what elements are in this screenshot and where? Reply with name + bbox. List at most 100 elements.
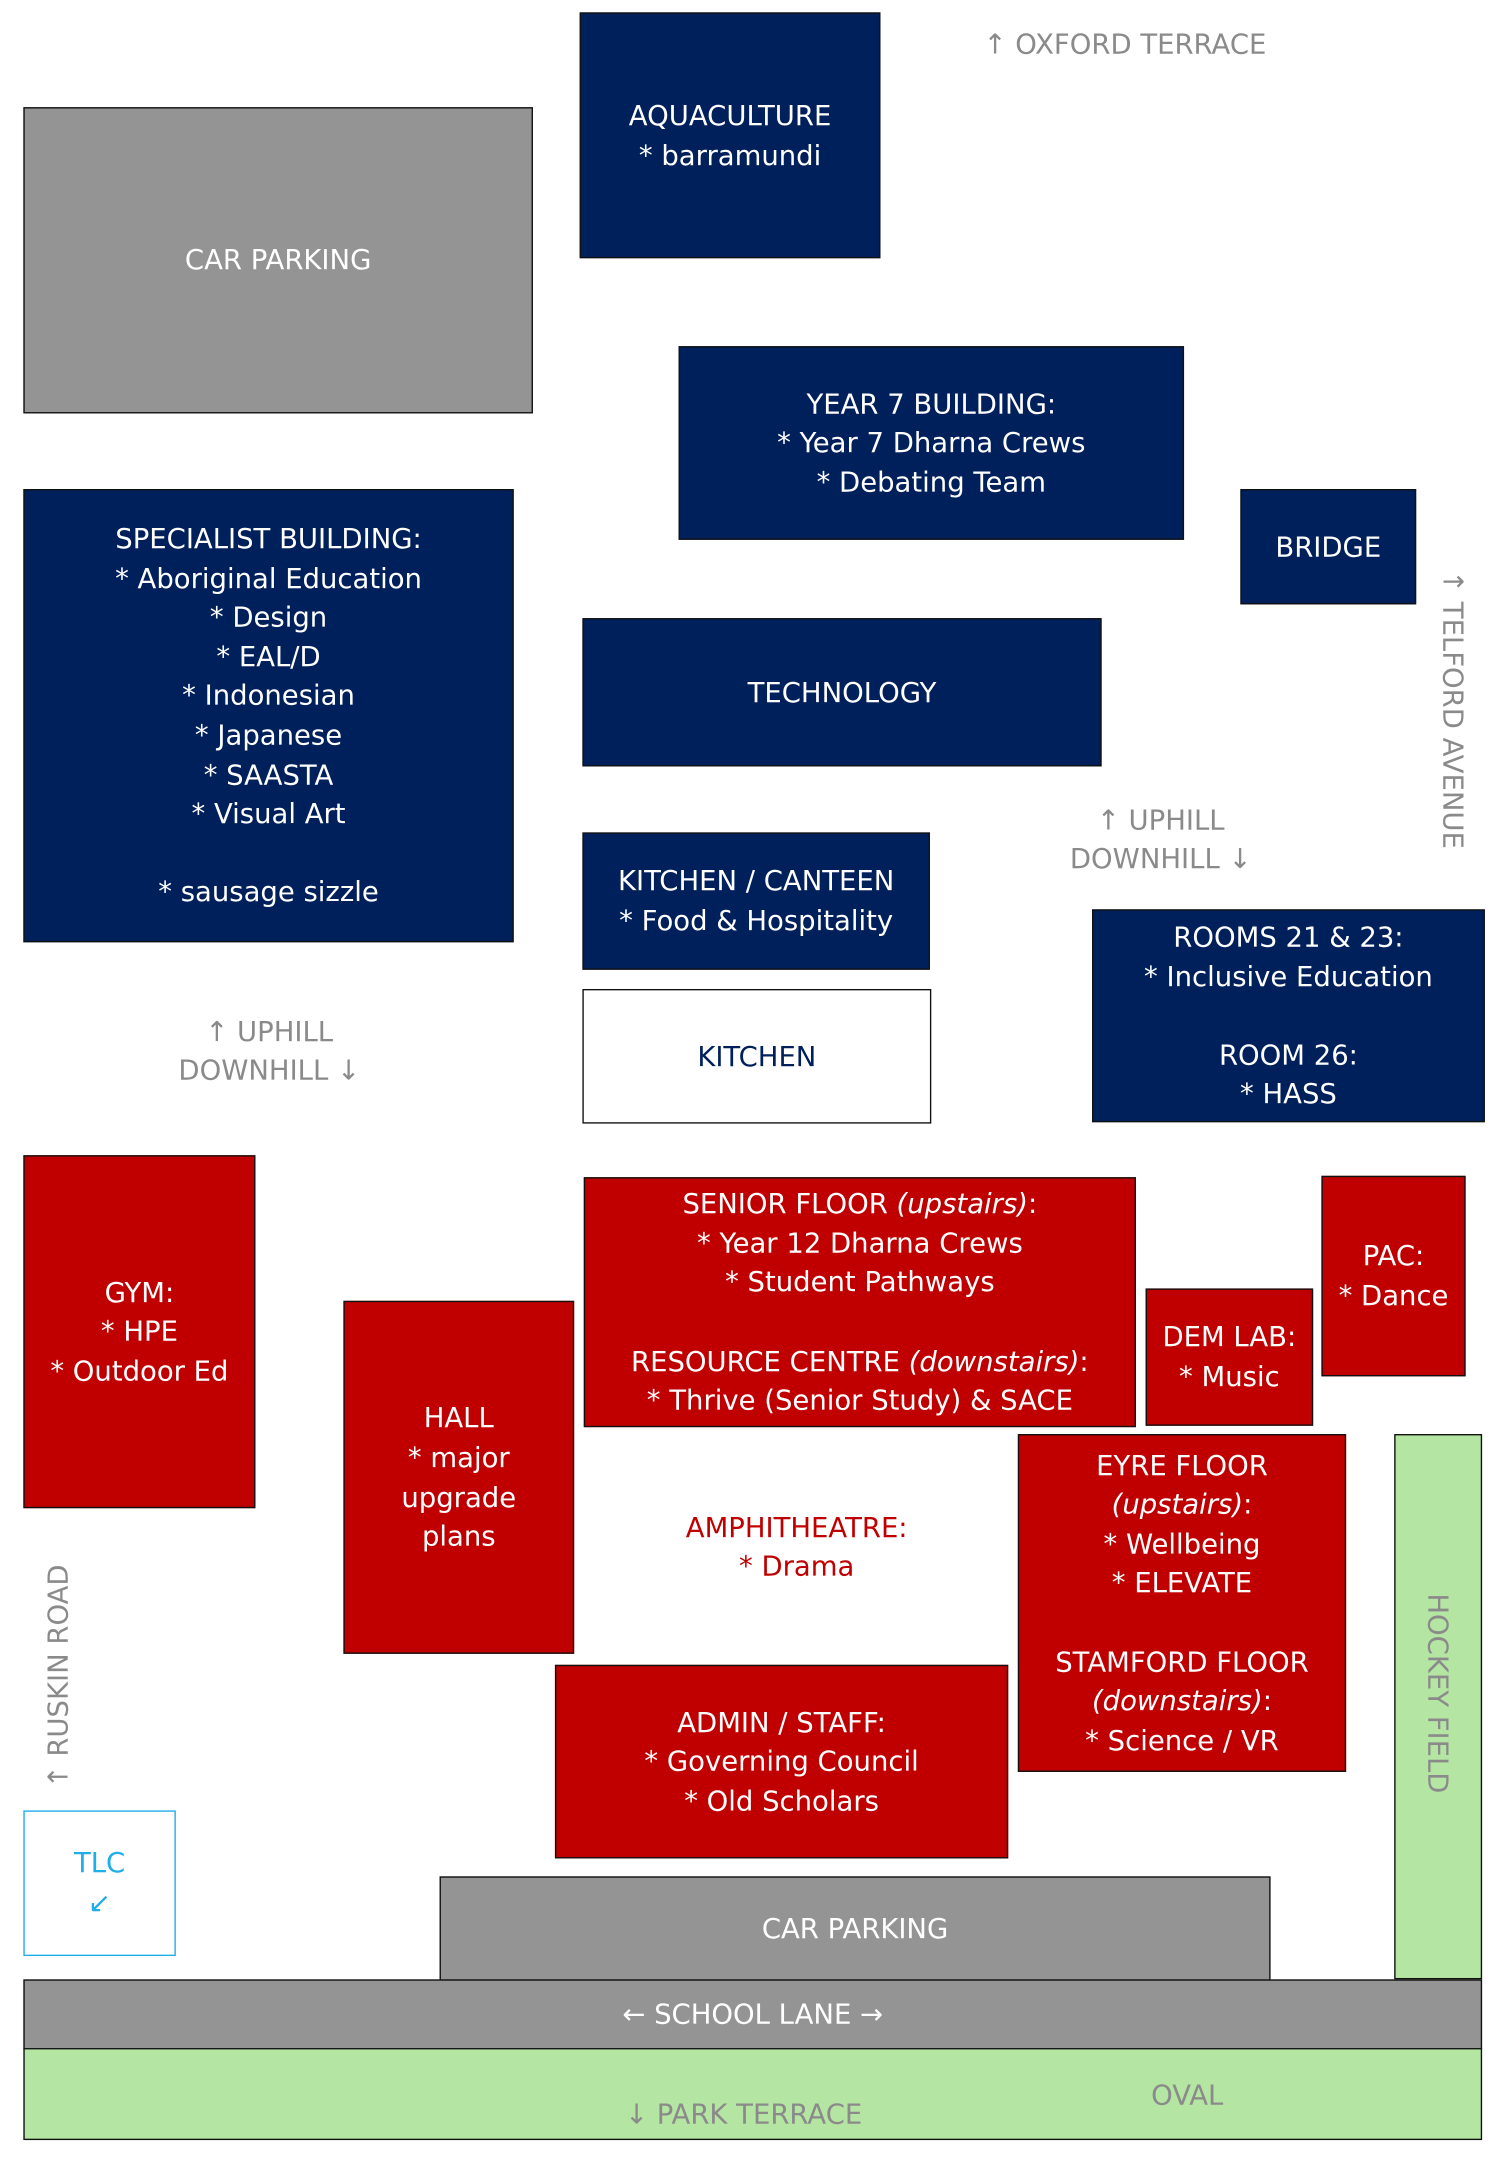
text-segment: * barramundi	[638, 138, 822, 172]
senior-floor-building[interactable]: SENIOR FLOOR (upstairs):* Year 12 Dharna…	[583, 1177, 1136, 1428]
uphill-downhill-right: ↑ UPHILL DOWNHILL ↓	[1058, 801, 1264, 878]
text-segment: * Governing Council	[644, 1744, 919, 1778]
text-segment: PAC:	[1362, 1239, 1425, 1273]
text-segment: * SAASTA	[203, 757, 334, 791]
building-text-line: KITCHEN / CANTEEN	[618, 862, 894, 901]
bridge-building[interactable]: BRIDGE	[1240, 489, 1417, 605]
text-segment: * Wellbeing	[1103, 1527, 1261, 1561]
text-segment: * HPE	[100, 1314, 178, 1348]
amphitheatre-detail: * Drama	[738, 1549, 855, 1583]
kitchen-building[interactable]: KITCHEN	[582, 988, 932, 1124]
building-text-line: * Old Scholars	[684, 1781, 879, 1820]
text-segment: * major	[407, 1440, 510, 1474]
text-segment: YEAR 7 BUILDING:	[806, 386, 1057, 420]
car-parking-bottom-building[interactable]: CAR PARKING	[439, 1876, 1271, 1981]
building-text-line: * ELEVATE	[1112, 1564, 1252, 1603]
school-lane-building[interactable]: ← SCHOOL LANE →	[23, 1979, 1483, 2050]
gym-building[interactable]: GYM:* HPE * Outdoor Ed	[23, 1155, 256, 1509]
hockey-field-building[interactable]	[1394, 1434, 1483, 1980]
building-text-line: BRIDGE	[1275, 527, 1381, 566]
text-segment: TECHNOLOGY	[747, 675, 937, 709]
building-text-line: * Music	[1179, 1357, 1280, 1396]
text-segment: * Indonesian	[182, 679, 355, 713]
uphill-label: ↑ UPHILL	[205, 1015, 334, 1049]
text-segment: * Inclusive Education	[1144, 959, 1433, 993]
hockey-field-label: HOCKEY FIELD	[1421, 1593, 1455, 1794]
text-segment: :	[1028, 1187, 1038, 1221]
text-segment: KITCHEN / CANTEEN	[617, 864, 895, 898]
building-text-line: PAC:	[1363, 1237, 1425, 1276]
text-segment: STAMFORD FLOOR	[1055, 1645, 1309, 1678]
building-text-line: HALL	[424, 1399, 494, 1438]
building-text-line: ↙	[88, 1883, 111, 1922]
building-text-line: * Science / VR	[1085, 1721, 1279, 1760]
admin-staff-building[interactable]: ADMIN / STAFF:* Governing Council* Old S…	[554, 1664, 1009, 1859]
car-parking-top-building[interactable]: CAR PARKING	[23, 107, 533, 414]
building-text-line: * barramundi	[639, 135, 821, 174]
aquaculture-building[interactable]: AQUACULTURE* barramundi	[579, 12, 881, 259]
text-segment: KITCHEN	[697, 1039, 817, 1073]
text-segment: BRIDGE	[1275, 529, 1382, 563]
building-text-line: ROOMS 21 & 23:	[1173, 918, 1403, 957]
building-text-line: KITCHEN	[697, 1037, 816, 1076]
building-text-line: * Food & Hospitality	[619, 901, 893, 940]
text-segment: * Old Scholars	[684, 1784, 879, 1817]
text-segment: * HASS	[1240, 1077, 1337, 1111]
text-segment: :	[1079, 1344, 1089, 1378]
text-segment: * Year 7 Dharna Crews	[777, 426, 1086, 460]
amphitheatre-label[interactable]: AMPHITHEATRE: * Drama	[659, 1508, 934, 1585]
text-segment: :	[1262, 1684, 1272, 1718]
building-text-line: upgrade	[401, 1477, 516, 1516]
building-text-line: ROOM 26:	[1219, 1035, 1358, 1074]
building-text-line: YEAR 7 BUILDING:	[806, 384, 1056, 423]
text-segment: * Thrive (Senior Study) & SACE	[646, 1383, 1073, 1417]
oval-building[interactable]	[23, 2048, 1483, 2141]
technology-building[interactable]: TECHNOLOGY	[582, 618, 1102, 767]
specialist-building-building[interactable]: SPECIALIST BUILDING:* Aboriginal Educati…	[23, 489, 514, 943]
pac-building[interactable]: PAC:* Dance	[1321, 1175, 1466, 1377]
text-segment: * Visual Art	[191, 796, 346, 830]
tlc-building[interactable]: TLC↙	[23, 1810, 176, 1957]
year-7-building-building[interactable]: YEAR 7 BUILDING: * Year 7 Dharna Crews * D…	[678, 346, 1185, 540]
uphill-label: ↑ UPHILL	[1096, 803, 1225, 837]
building-text-line: AQUACULTURE	[629, 96, 831, 135]
text-segment: * Aboriginal Education	[115, 561, 422, 595]
building-text-line: SPECIALIST BUILDING:	[115, 519, 422, 558]
building-text-line: GYM:	[105, 1273, 175, 1312]
amphitheatre-title: AMPHITHEATRE:	[685, 1510, 908, 1544]
text-segment: CAR PARKING	[761, 1911, 949, 1945]
building-text-line: CAR PARKING	[185, 241, 371, 280]
text-segment: * EAL/D	[216, 639, 321, 673]
text-segment: HALL	[423, 1401, 494, 1435]
building-text-line: (downstairs):	[1092, 1682, 1272, 1721]
text-segment: EYRE FLOOR	[1096, 1448, 1268, 1482]
text-segment: DEM LAB:	[1162, 1320, 1297, 1354]
text-segment: * Debating Team	[816, 465, 1046, 499]
building-text-line: TLC	[74, 1844, 125, 1883]
dem-lab-building[interactable]: DEM LAB:* Music	[1145, 1288, 1314, 1426]
building-text-line: plans	[422, 1517, 496, 1556]
text-segment: * Design	[209, 600, 328, 634]
eyre-floor-building[interactable]: EYRE FLOOR(upstairs):* Wellbeing* ELEVAT…	[1017, 1434, 1347, 1772]
park-terrace-label: ↓ PARK TERRACE	[624, 2097, 863, 2131]
text-segment: (downstairs)	[1091, 1684, 1263, 1718]
building-text-line: * Student Pathways	[725, 1263, 995, 1302]
text-segment: * Outdoor Ed	[50, 1354, 229, 1388]
text-segment: * ELEVATE	[1111, 1566, 1253, 1600]
telford-avenue-label: ↑ TELFORD AVENUE	[1436, 570, 1470, 849]
text-segment: * Food & Hospitality	[619, 903, 894, 937]
building-text-line: STAMFORD FLOOR	[1055, 1642, 1308, 1681]
oval-label: OVAL	[1151, 2078, 1224, 2112]
building-text-line: * HPE	[101, 1312, 178, 1351]
text-segment: (upstairs)	[896, 1187, 1029, 1221]
building-text-line: DEM LAB:	[1162, 1318, 1296, 1357]
building-text-line: * sausage sizzle	[158, 873, 379, 912]
building-text-line: * Wellbeing	[1103, 1524, 1260, 1563]
oxford-terrace-label: ↑ OXFORD TERRACE	[983, 27, 1267, 61]
building-text-line: * Year 12 Dharna Crews	[697, 1224, 1023, 1263]
kitchen-canteen-building[interactable]: KITCHEN / CANTEEN * Food & Hospitality	[582, 832, 930, 970]
building-text-line: * Governing Council	[644, 1742, 918, 1781]
text-segment: TLC	[73, 1846, 126, 1880]
